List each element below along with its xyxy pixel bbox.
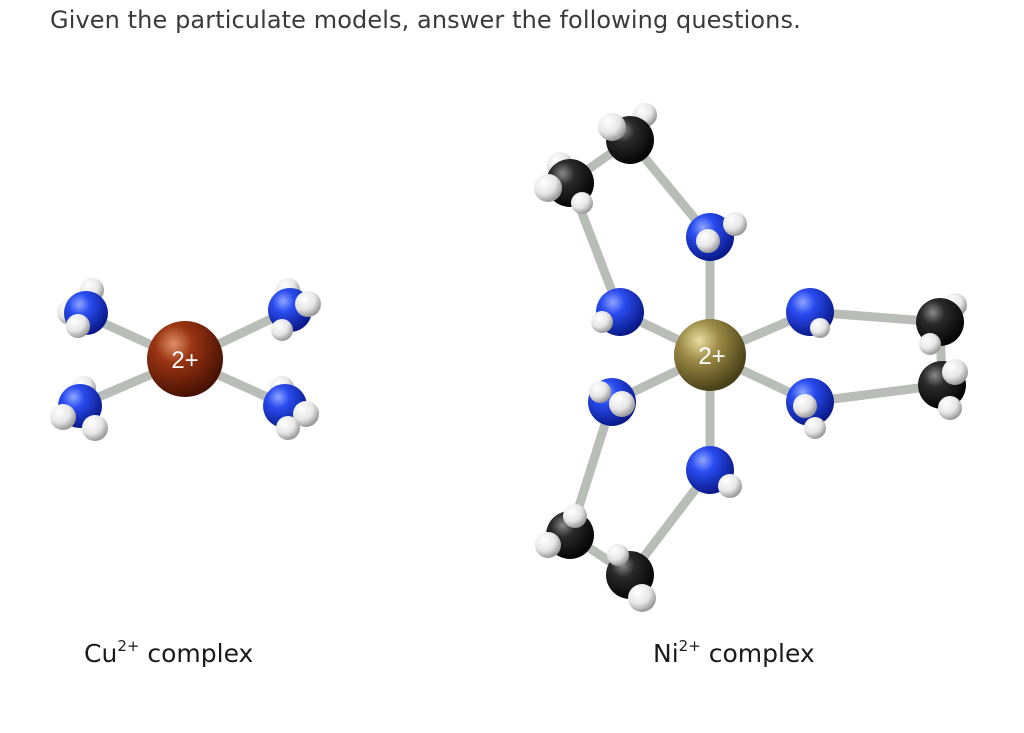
cu-complex-caption: Cu2+ complex (84, 637, 254, 669)
hydrogen-atom (598, 113, 626, 141)
hydrogen-atom (793, 394, 817, 418)
hydrogen-atom (804, 417, 826, 439)
hydrogen-atom (628, 584, 656, 612)
cu-caption-suffix: complex (147, 639, 254, 668)
ammonia-ligand (263, 376, 319, 440)
hydrogen-atom (293, 401, 319, 427)
carbon-group (918, 359, 968, 420)
ammonia-ligand (57, 278, 108, 338)
ammonia-ligand (50, 376, 108, 441)
hydrogen-atom (810, 318, 830, 338)
hydrogen-atom (66, 314, 90, 338)
amine-nitrogen-group (588, 378, 636, 426)
carbon-group (534, 152, 594, 214)
ni-ion-symbol: Ni (653, 639, 679, 668)
hydrogen-atom (938, 396, 962, 420)
hydrogen-atom (535, 532, 561, 558)
hydrogen-atom (276, 416, 300, 440)
ni-ion-charge: 2+ (678, 637, 701, 655)
amine-nitrogen-group (786, 378, 834, 439)
hydrogen-atom (50, 404, 76, 430)
cu-center-label: 2+ (171, 347, 198, 374)
hydrogen-atom (696, 229, 720, 253)
question-prompt: Given the particulate models, answer the… (50, 6, 801, 34)
carbon-group (535, 504, 594, 559)
hydrogen-atom (295, 291, 321, 317)
amine-nitrogen-group (591, 288, 644, 336)
cu-ion-charge: 2+ (117, 637, 140, 655)
hydrogen-atom (942, 359, 968, 385)
ni-caption-suffix: complex (708, 639, 815, 668)
hydrogen-atom (609, 391, 635, 417)
carbon-group (606, 544, 656, 612)
hydrogen-atom (563, 504, 587, 528)
hydrogen-atom (723, 212, 747, 236)
carbon-group (916, 293, 967, 355)
ammonia-ligand (268, 278, 321, 341)
cu-ion-symbol: Cu (84, 639, 118, 668)
hydrogen-atom (82, 415, 108, 441)
copper-ion-atom (147, 321, 223, 397)
ni-complex-model: 2+ (534, 103, 968, 612)
hydrogen-atom (919, 333, 941, 355)
cu-complex-model: 2+ (50, 278, 321, 441)
amine-nitrogen-group (786, 288, 834, 338)
hydrogen-atom (607, 544, 629, 566)
nickel-ion-atom (674, 319, 746, 391)
ni-complex-caption: Ni2+ complex (653, 637, 815, 669)
hydrogen-atom (589, 381, 611, 403)
amine-nitrogen-group (686, 212, 747, 261)
hydrogen-atom (718, 474, 742, 498)
hydrogen-atom (271, 319, 293, 341)
amine-nitrogen-group (686, 446, 742, 498)
carbon-group (598, 103, 657, 164)
hydrogen-atom (591, 311, 613, 333)
hydrogen-atom (534, 174, 562, 202)
hydrogen-atom (571, 192, 593, 214)
ni-center-label: 2+ (698, 343, 725, 370)
